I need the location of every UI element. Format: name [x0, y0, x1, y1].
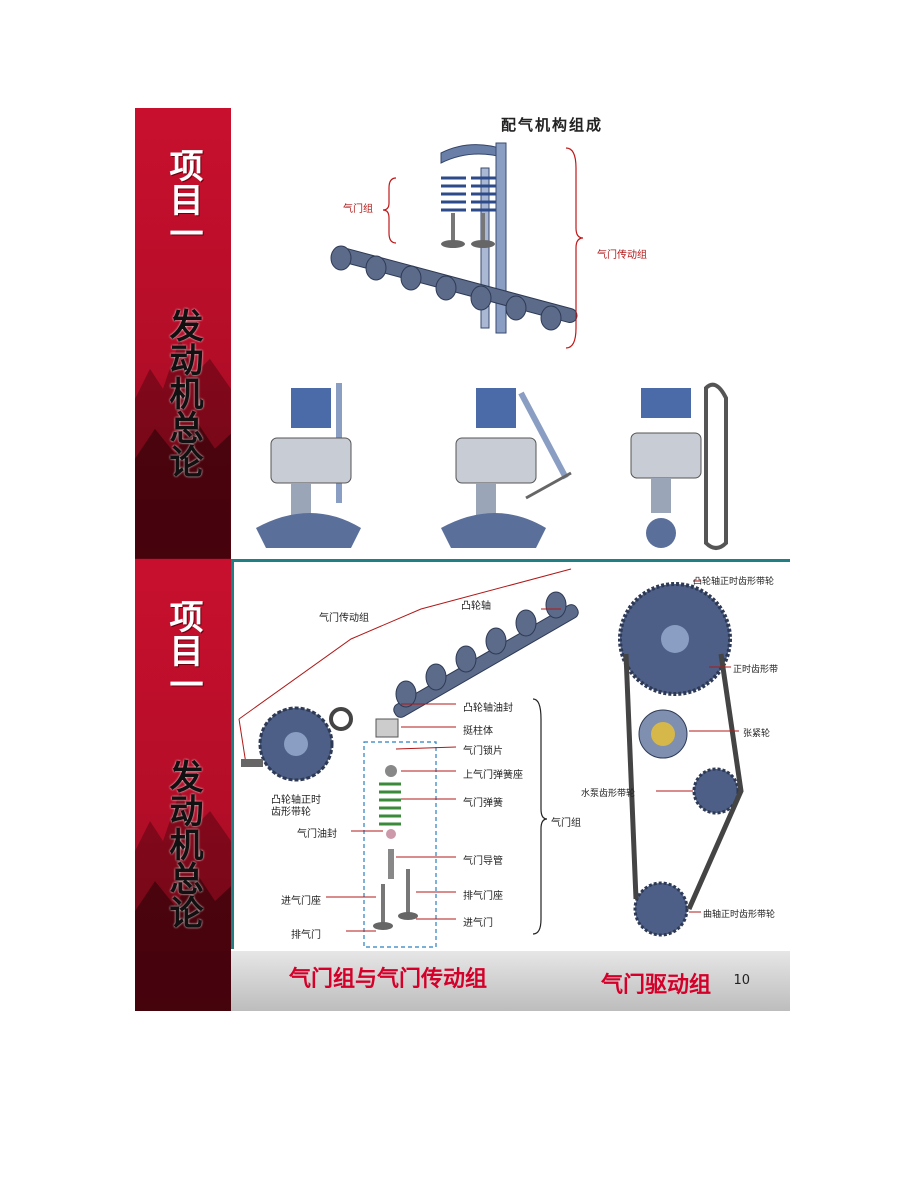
label-timing-belt: 正时齿形带	[733, 665, 779, 675]
teal-top-border	[231, 559, 790, 562]
caption-right: 气门驱动组	[601, 973, 712, 998]
label-valve-locks: 气门锁片	[463, 746, 503, 757]
sidebar-line1: 项目一	[163, 599, 203, 701]
label-tensioner: 张紧轮	[743, 729, 771, 739]
engine-view-3	[630, 382, 728, 550]
label-intake-valve: 进气门	[463, 918, 493, 929]
slide2-content: 气门传动组 凸轮轴 凸轮轴油封 挺柱体 气门锁片 上气门弹簧座 气门弹簧 气门油…	[231, 559, 790, 1011]
label-valve-drive-group: 气门传动组	[597, 250, 647, 261]
label-camshaft-oil-seal: 凸轮轴油封	[463, 703, 513, 714]
label-intake-valve-seat: 进气门座	[281, 896, 321, 907]
label-exhaust-valve-seat: 排气门座	[463, 891, 503, 902]
mountain-decoration	[135, 790, 232, 1011]
engine-view-2	[441, 388, 572, 548]
sidebar: 项目一 发动机总论	[135, 559, 232, 1011]
label-upper-spring-seat: 上气门弹簧座	[463, 770, 523, 781]
valvetrain-illustration	[330, 142, 584, 349]
sidebar-line1: 项目一	[163, 148, 203, 250]
label-cam-timing-pulley-left: 凸轮轴正时 齿形带轮	[271, 795, 321, 818]
label-water-pump-pulley: 水泵齿形带轮	[581, 789, 636, 799]
label-tappet: 挺柱体	[463, 726, 493, 737]
label-exhaust-valve: 排气门	[291, 930, 321, 941]
mountain-decoration	[135, 339, 231, 559]
sidebar-line2: 发动机总论	[163, 759, 203, 929]
page-number: 10	[733, 973, 750, 988]
slide2-footer: 气门组与气门传动组 气门驱动组 10	[231, 951, 790, 1011]
sidebar-line2: 发动机总论	[163, 308, 203, 478]
label-crank-timing-pulley: 曲轴正时齿形带轮	[703, 910, 776, 920]
label-valve-guide: 气门导管	[463, 856, 503, 867]
slide1-title: 配气机构组成	[501, 116, 604, 134]
label-valve-group: 气门组	[343, 204, 373, 215]
slide-1: 项目一 发动机总论 配气机构组成	[135, 108, 790, 559]
label-cam-timing-pulley: 凸轮轴正时齿形带轮	[693, 577, 775, 587]
slide1-content: 配气机构组成	[231, 108, 790, 559]
engine-view-1	[256, 383, 361, 548]
label-valve-spring: 气门弹簧	[463, 798, 503, 809]
sidebar: 项目一 发动机总论	[135, 108, 231, 559]
label-valve-oil-seal: 气门油封	[297, 829, 337, 840]
teal-left-border	[231, 559, 234, 949]
label-valve-group: 气门组	[551, 818, 581, 829]
label-valve-drive-group: 气门传动组	[319, 613, 369, 624]
label-camshaft: 凸轮轴	[461, 601, 491, 612]
slide-2: 项目一 发动机总论	[135, 559, 790, 1011]
valve-components-diagram	[238, 568, 744, 948]
caption-left: 气门组与气门传动组	[289, 967, 488, 992]
